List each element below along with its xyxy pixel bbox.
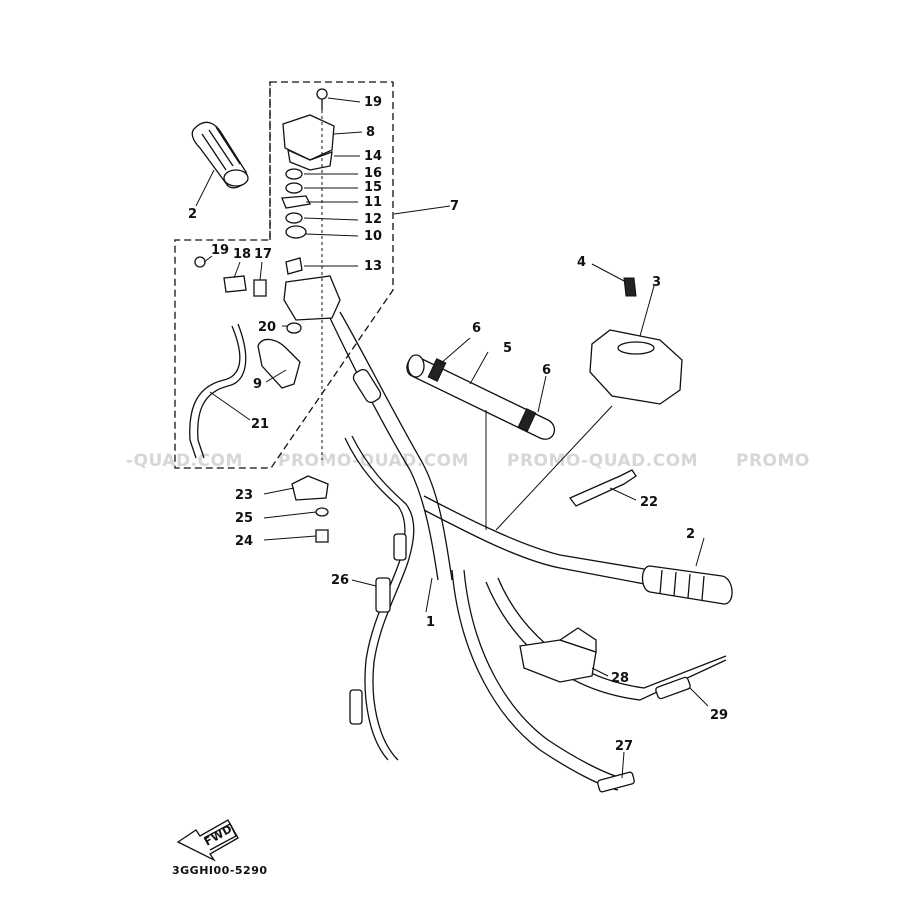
label-20: 20 xyxy=(258,320,276,335)
label-7: 7 xyxy=(450,199,459,214)
label-3: 3 xyxy=(652,275,661,290)
watermark-text: PROMO-QUAD.COM xyxy=(507,451,698,471)
switch-assembly xyxy=(189,88,341,459)
watermark-text: PROMO-QUAD.COM xyxy=(278,451,469,471)
label-28: 28 xyxy=(611,671,629,686)
grip-left xyxy=(191,121,249,189)
part-labels: 1 2 2 3 4 5 6 6 7 8 9 10 11 12 13 14 15 … xyxy=(188,95,728,754)
label-6-left: 6 xyxy=(472,321,481,336)
label-6-right: 6 xyxy=(542,363,551,378)
label-11: 11 xyxy=(364,195,382,210)
clamp-parts xyxy=(291,475,329,543)
label-2-right: 2 xyxy=(686,527,695,542)
label-5: 5 xyxy=(503,341,512,356)
part-code: 3GGHI00-5290 xyxy=(172,864,268,877)
leader-lines xyxy=(195,97,709,779)
handlebar xyxy=(329,311,651,586)
brake-cables xyxy=(451,569,727,793)
label-12: 12 xyxy=(364,212,382,227)
watermark-text: -QUAD.COM xyxy=(126,451,243,471)
label-13: 13 xyxy=(364,259,382,274)
label-22: 22 xyxy=(640,495,658,510)
label-23: 23 xyxy=(235,488,253,503)
label-21: 21 xyxy=(251,417,269,432)
label-14: 14 xyxy=(364,149,382,164)
cable-tie xyxy=(568,469,637,507)
label-26: 26 xyxy=(331,573,349,588)
throttle-tube xyxy=(406,354,556,440)
label-18: 18 xyxy=(233,247,251,262)
lever-bracket xyxy=(519,627,597,683)
throttle-cable xyxy=(344,435,415,761)
label-17: 17 xyxy=(254,247,272,262)
label-15: 15 xyxy=(364,180,382,195)
label-8: 8 xyxy=(366,125,375,140)
group-box-switch xyxy=(174,81,394,469)
watermark-text: PROMO xyxy=(736,451,810,471)
label-2-left: 2 xyxy=(188,207,197,222)
label-16: 16 xyxy=(364,166,382,181)
label-19-top: 19 xyxy=(364,95,382,110)
label-29: 29 xyxy=(710,708,728,723)
watermark: -QUAD.COM PROMO-QUAD.COM PROMO-QUAD.COM … xyxy=(126,451,810,471)
label-24: 24 xyxy=(235,534,253,549)
throttle-housing xyxy=(589,277,683,405)
label-4: 4 xyxy=(577,255,586,270)
label-19-left: 19 xyxy=(211,243,229,258)
label-9: 9 xyxy=(253,377,262,392)
label-27: 27 xyxy=(615,739,633,754)
label-1: 1 xyxy=(426,615,435,630)
label-25: 25 xyxy=(235,511,253,526)
fwd-badge: FWD xyxy=(176,819,239,862)
grip-right xyxy=(641,565,733,605)
label-10: 10 xyxy=(364,229,382,244)
